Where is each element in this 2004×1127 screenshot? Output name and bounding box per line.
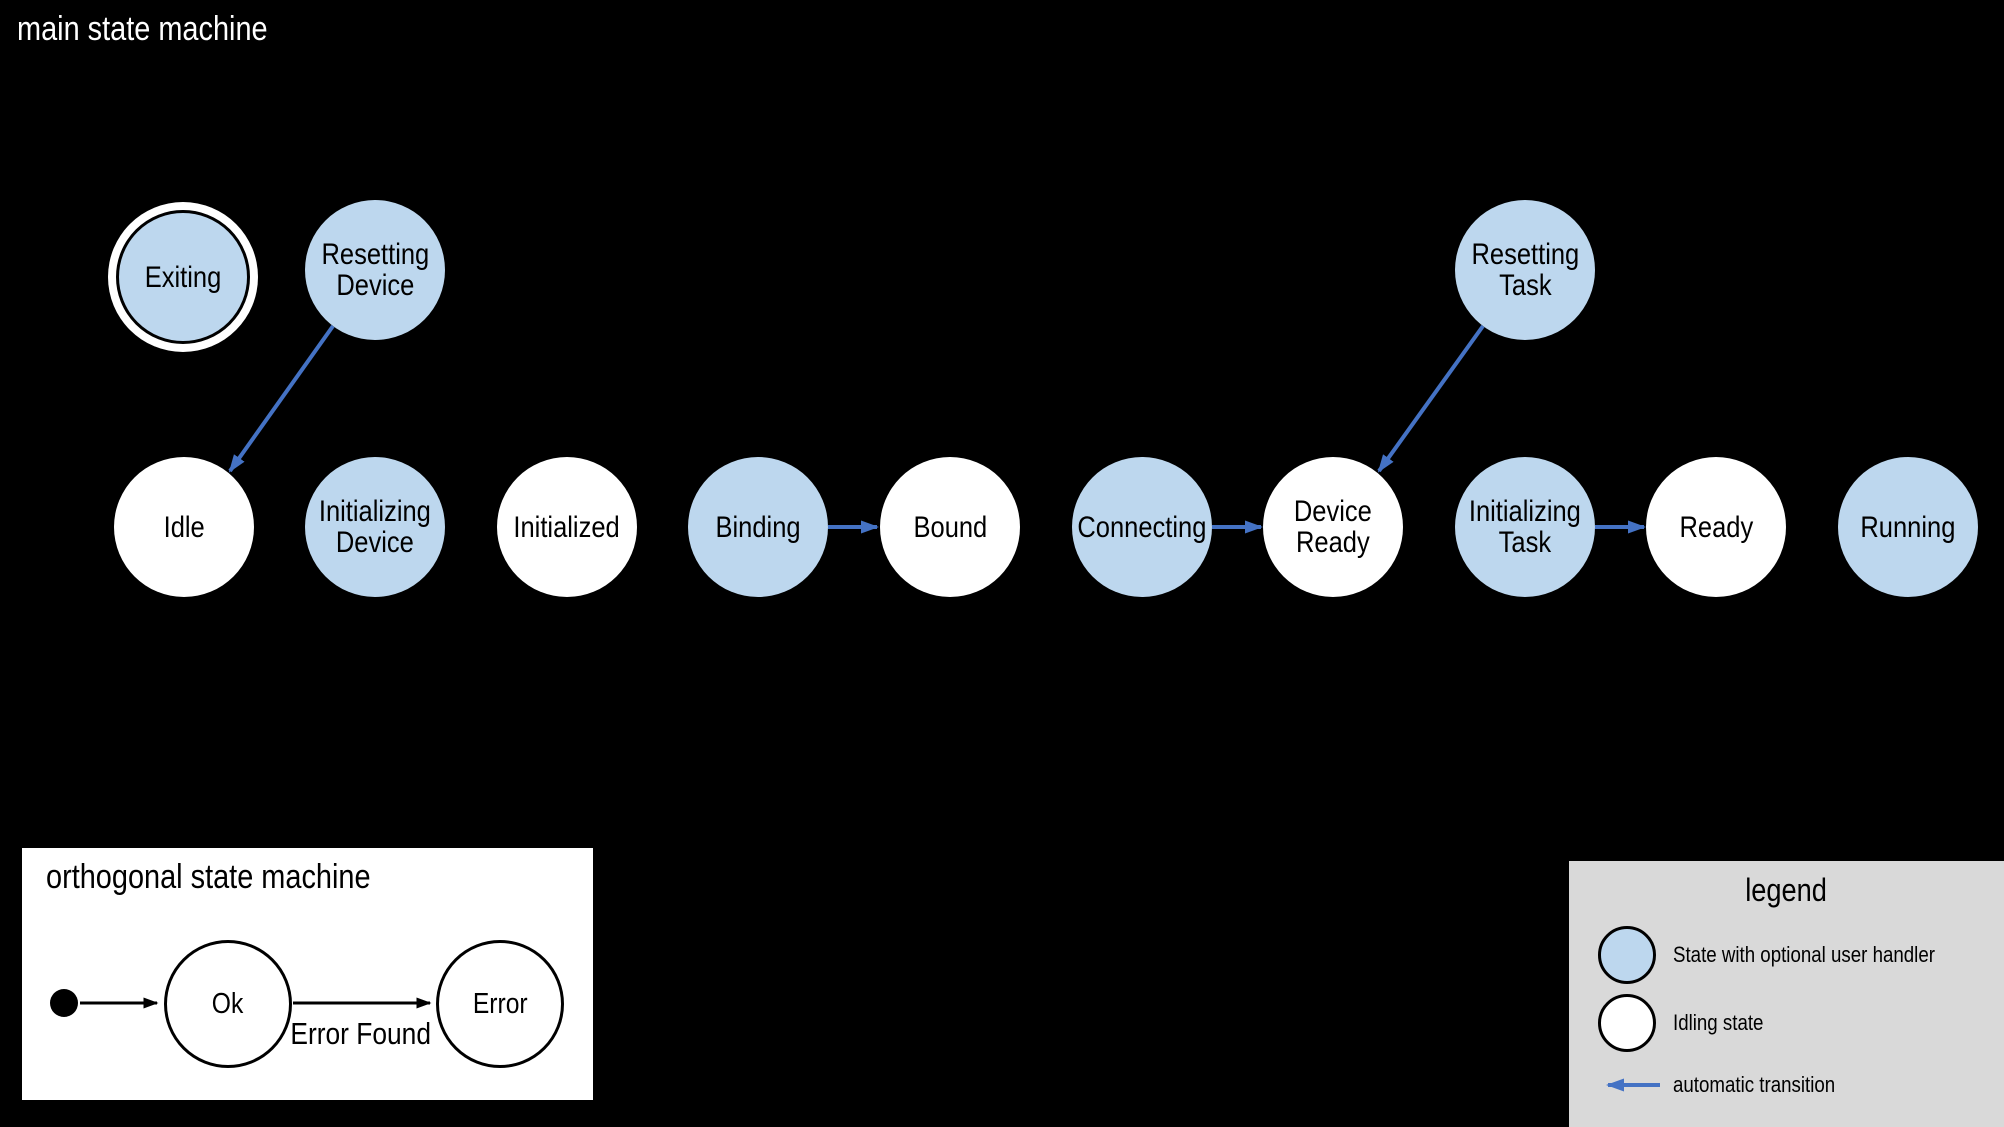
state-ok: Ok [164,940,292,1068]
state-idle: Idle [114,457,254,597]
state-resetting-device: Resetting Device [305,200,445,340]
legend-box [1569,861,2004,1127]
auto-transition-resetting-task-to-device-ready [1377,324,1485,473]
state-ready: Ready [1646,457,1786,597]
idling-state-swatch [1598,994,1656,1052]
state-exiting: Exiting [116,210,250,344]
orthogonal-machine-title: orthogonal state machine [46,858,371,896]
main-machine-title: main state machine [17,10,268,48]
state-error: Error [436,940,564,1068]
state-connecting: Connecting [1072,457,1212,597]
legend-item-idling-state: Idling state [1673,1010,1764,1035]
legend-item-auto-transition: automatic transition [1673,1072,1836,1097]
initial-state-dot [50,989,78,1017]
state-device-ready: Device Ready [1263,457,1403,597]
state-initialized: Initialized [497,457,637,597]
legend-item-handler-state: State with optional user handler [1673,942,1935,967]
state-running: Running [1838,457,1978,597]
auto-transition-resetting-device-to-idle [228,324,335,473]
auto-transition-arrow-icon [1606,1078,1660,1092]
state-bound: Bound [880,457,1020,597]
state-initializing-device: Initializing Device [305,457,445,597]
transition-label-error-found: Error Found [290,1016,432,1051]
state-resetting-task: Resetting Task [1455,200,1595,340]
state-binding: Binding [688,457,828,597]
state-initializing-task: Initializing Task [1455,457,1595,597]
legend-title: legend [1745,872,1828,908]
handler-state-swatch [1598,926,1656,984]
